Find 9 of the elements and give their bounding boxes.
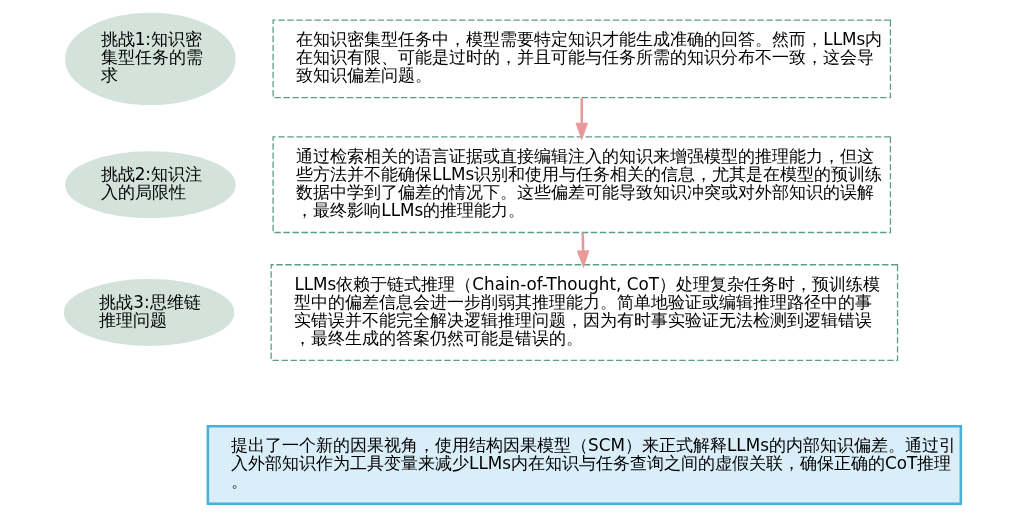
arrow [576,232,589,269]
node-box: 提出了一个新的因果视角，使用结构因果模型（SCM）来正式解释LLMs的内部知识偏差。通过引入外部知识作为工具变量来减少LLMs内在知识与任务查询之间的虚假关联，确保正确的CoT推理。 [206,424,962,505]
arrow [574,97,588,141]
node-ellipse: 挑战2:知识注入的局限性 [64,151,236,219]
node-box: LLMs依赖于链式推理（Chain-of-Thought, CoT）处理复杂任务时，预训练模型中的偏差信息会进一步削弱其推理能力。简单地验证或编辑推理路径中的事实错误并不能完全解决逻辑推理问题，因为有时事实验证无法检测到逻辑错误，最终生成的答案仍然可能是错误的。 [270,264,898,361]
node-ellipse: 挑战3:思维链推理问题 [63,279,234,347]
node-box: 通过检索相关的语言证据或直接编辑注入的知识来增强模型的推理能力，但这些方法并不能确保LLMs识别和使用与任务相关的信息，尤其是在模型的预训练数据中学到了偏差的情况下。这些偏差可能导致知识冲突或对外部知识的误解，最终影响LLMs的推理能力。 [271,136,891,234]
node-ellipse: 挑战1:知识密集型任务的需求 [64,12,236,106]
node-box: 在知识密集型任务中，模型需要特定知识才能生成准确的回答。然而，LLMs内在知识有限、可能是过时的，并且可能与任务所需的知识分布不一致，这会导致知识偏差问题。 [271,19,891,99]
